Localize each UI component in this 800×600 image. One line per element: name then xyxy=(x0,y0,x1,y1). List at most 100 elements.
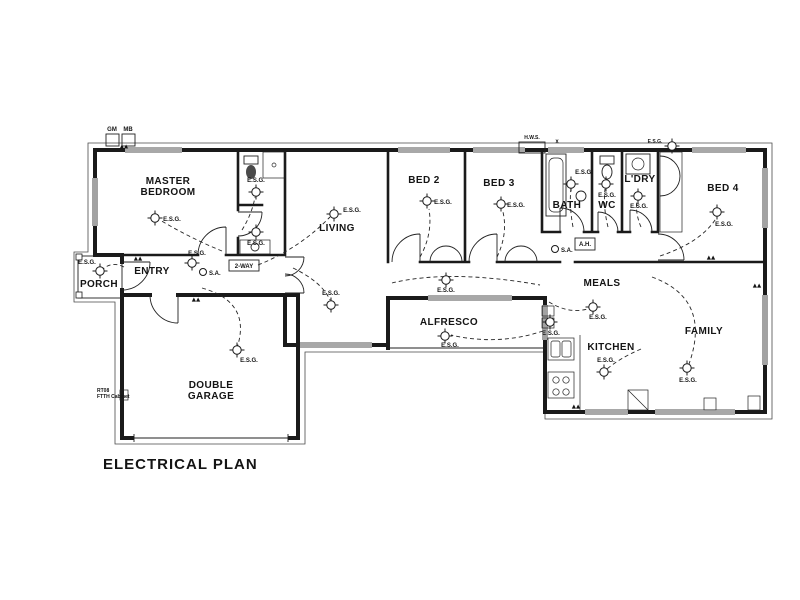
room-label-kitchen: KITCHEN xyxy=(587,342,634,353)
esg-label: E.S.G. xyxy=(343,208,361,214)
room-label-living: LIVING xyxy=(319,223,355,234)
ceiling-light-icon xyxy=(419,193,435,209)
ceiling-light-icon xyxy=(323,297,339,313)
garage-internal-door xyxy=(149,294,179,324)
esg-label: E.S.G. xyxy=(715,222,733,228)
plan-title: ELECTRICAL PLAN xyxy=(103,456,258,473)
ceiling-light-icon xyxy=(184,255,200,271)
room-label-ldry: L'DRY xyxy=(624,174,655,185)
ceiling-light-icon xyxy=(630,188,646,204)
room-label-bed3: BED 3 xyxy=(483,178,514,189)
gas-meter-label: GM xyxy=(107,127,117,133)
toilet-cistern-icon xyxy=(243,155,259,165)
annotations: E.S.G. E.S.G. E.S.G. E.S.G. E.S.G. E.S.G… xyxy=(78,127,762,410)
esg-label: E.S.G. xyxy=(589,315,607,321)
shower-rose-icon xyxy=(271,162,277,168)
x-mark-label: x xyxy=(555,139,559,145)
power-point-icon: ▲▲ xyxy=(134,256,143,262)
room-label-master-1: MASTER xyxy=(146,176,191,187)
wc-door xyxy=(597,211,619,233)
hot-water-unit-icon xyxy=(518,141,546,154)
room-label-alfresco: ALFRESCO xyxy=(420,317,478,328)
window xyxy=(300,342,372,348)
power-point-icon: ▲▲ xyxy=(707,255,716,261)
room-label-meals: MEALS xyxy=(584,278,621,289)
window xyxy=(692,147,746,153)
ceiling-light-icon xyxy=(709,204,725,220)
esg-label: E.S.G. xyxy=(434,200,452,206)
room-label-family: FAMILY xyxy=(685,326,723,337)
porch-post-icon xyxy=(75,253,83,261)
vanity-icon xyxy=(239,239,271,255)
meter-box-label: MB xyxy=(123,127,133,133)
basin-icon xyxy=(575,190,587,202)
room-label-garage-2: GARAGE xyxy=(188,391,234,402)
esg-label: E.S.G. xyxy=(542,331,560,337)
toilet-icon xyxy=(246,165,256,179)
esg-label: E.S.G. xyxy=(441,343,459,349)
windows xyxy=(92,147,768,415)
bed4-robe-doors xyxy=(659,155,681,197)
appliance-box-icon xyxy=(541,305,555,317)
bed4-door xyxy=(657,233,685,261)
room-label-wc: WC xyxy=(598,200,615,211)
bed2-door xyxy=(391,233,421,263)
ceiling-light-icon xyxy=(147,210,163,226)
esg-label: E.S.G. xyxy=(247,241,265,247)
ftth-label-line1: RT08 xyxy=(97,388,109,394)
living-double-doors xyxy=(284,256,305,294)
ceiling-light-icon xyxy=(598,176,614,192)
esg-label: E.S.G. xyxy=(163,217,181,223)
esg-label: E.S.G. xyxy=(188,251,206,257)
ftth-label-line2: FTTH Cabinet xyxy=(97,394,130,400)
esg-label: E.S.G. xyxy=(507,203,525,209)
cooktop-icon xyxy=(547,371,575,399)
esg-label: E.S.G. xyxy=(78,260,96,266)
laundry-trough-icon xyxy=(625,153,651,175)
power-point-icon: ▲▲ xyxy=(572,404,581,410)
power-point-icon: ▲▲ xyxy=(120,144,129,150)
window xyxy=(585,409,628,415)
bathtub-icon xyxy=(545,153,567,217)
trough-bowl-icon xyxy=(631,157,645,171)
room-label-bath: BATH xyxy=(553,200,582,211)
window xyxy=(762,295,768,365)
fixtures xyxy=(105,133,761,412)
ceiling-light-icon xyxy=(248,224,264,240)
master-door xyxy=(197,226,227,256)
detectors xyxy=(199,237,596,276)
ceiling-light-icon xyxy=(248,184,264,200)
esg-label: E.S.G. xyxy=(648,139,663,145)
room-label-entry: ENTRY xyxy=(134,266,170,277)
smoke-alarm-label: S.A. xyxy=(561,248,573,254)
shower-icon xyxy=(262,151,286,179)
ceiling-light-icon xyxy=(437,328,453,344)
ah-label: A.H. xyxy=(579,242,591,248)
esg-label: E.S.G. xyxy=(247,178,265,184)
ceiling-light-icon xyxy=(679,360,695,376)
window xyxy=(548,147,584,153)
room-label-bed4: BED 4 xyxy=(707,183,738,194)
bed2-robe-doors xyxy=(429,245,463,263)
two-way-box xyxy=(228,259,260,272)
room-label-porch: PORCH xyxy=(80,279,118,290)
basin-icon xyxy=(250,242,260,252)
smoke-alarm-icon xyxy=(199,268,207,276)
ceiling-light-icon xyxy=(585,299,601,315)
garage-door xyxy=(133,434,289,442)
gas-meter-icon xyxy=(105,133,120,147)
room-label-bed2: BED 2 xyxy=(408,175,439,186)
bath-door xyxy=(559,207,585,233)
toilet-icon xyxy=(601,164,613,180)
esg-label: E.S.G. xyxy=(240,358,258,364)
front-door xyxy=(121,261,151,291)
esg-label: E.S.G. xyxy=(575,170,593,176)
two-way-label: 2-WAY xyxy=(235,264,253,270)
eave-outline xyxy=(73,142,773,445)
room-label-master-2: BEDROOM xyxy=(140,187,195,198)
pantry-icon xyxy=(627,389,649,411)
esg-label: E.S.G. xyxy=(598,193,616,199)
room-label-garage-1: DOUBLE xyxy=(189,380,234,391)
ldry-door xyxy=(629,209,653,233)
esg-label: E.S.G. xyxy=(679,378,697,384)
